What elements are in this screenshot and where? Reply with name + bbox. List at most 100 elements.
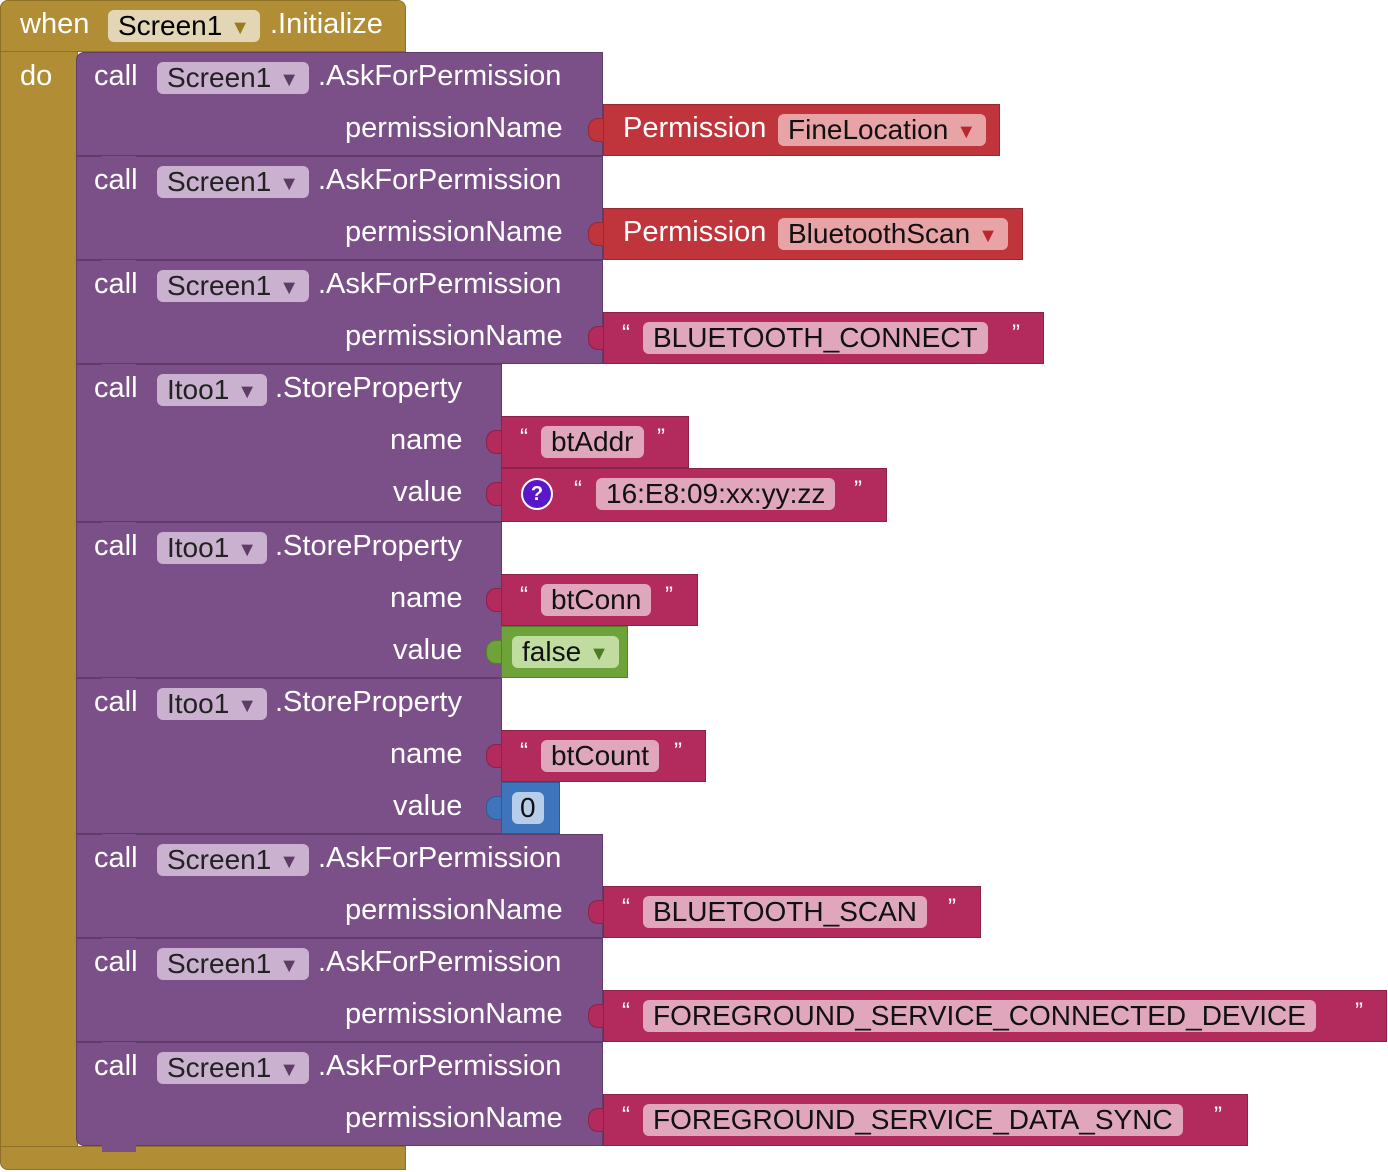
number-field[interactable]: 0 (512, 792, 544, 824)
block-bottom-notch (102, 1144, 136, 1152)
open-quote: “ (520, 582, 528, 609)
do-label: do (20, 60, 53, 92)
method-label: .AskForPermission (318, 268, 562, 300)
close-quote: ” (1214, 1102, 1222, 1129)
text-field[interactable]: FOREGROUND_SERVICE_DATA_SYNC (643, 1104, 1183, 1136)
value-socket-tab (486, 588, 502, 612)
value-socket-tab (486, 430, 502, 454)
component-dropdown[interactable]: Screen1 ▼ (157, 62, 310, 94)
value-socket-tab (486, 482, 502, 506)
event-name-label: .Initialize (270, 8, 383, 40)
triangle-down-icon: ▼ (978, 224, 998, 247)
component-label: Screen1 (167, 1052, 272, 1083)
permission-value: FineLocation (788, 114, 949, 145)
text-field[interactable]: FOREGROUND_SERVICE_CONNECTED_DEVICE (643, 1000, 1316, 1032)
close-quote: ” (1012, 320, 1020, 347)
component-label: Itoo1 (167, 532, 230, 563)
permission-value: BluetoothScan (788, 218, 971, 249)
component-dropdown[interactable]: Screen1▼ (157, 948, 310, 980)
method-label: .AskForPermission (318, 946, 562, 978)
block-connector-notch (102, 364, 136, 372)
text-value-block[interactable] (501, 730, 706, 782)
text-field[interactable]: BLUETOOTH_SCAN (643, 896, 927, 928)
event-block-footer (0, 1146, 406, 1170)
component-dropdown[interactable]: Screen1▼ (157, 270, 310, 302)
store-property-block[interactable] (76, 678, 502, 834)
component-dropdown[interactable]: Screen1 ▼ (157, 166, 310, 198)
store-property-block[interactable] (76, 364, 502, 522)
block-connector-notch (102, 678, 136, 686)
event-component-label: Screen1 (118, 10, 223, 41)
component-label: Itoo1 (167, 688, 230, 719)
open-quote: “ (622, 320, 630, 347)
boolean-value: false (522, 636, 582, 667)
permission-dropdown[interactable]: BluetoothScan ▼ (778, 218, 1008, 250)
call-label: call (94, 268, 138, 300)
call-label: call (94, 946, 138, 978)
permission-dropdown[interactable]: FineLocation▼ (778, 114, 987, 146)
call-label: call (94, 164, 138, 196)
text-field[interactable]: 16:E8:09:xx:yy:zz (596, 478, 836, 510)
arg-label-name: name (390, 738, 463, 770)
when-label: when (20, 8, 90, 40)
triangle-down-icon: ▼ (279, 68, 300, 91)
event-component-dropdown[interactable]: Screen1 ▼ (108, 10, 261, 42)
triangle-down-icon: ▼ (279, 1058, 300, 1081)
triangle-down-icon: ▼ (237, 538, 258, 561)
component-dropdown[interactable]: Itoo1▼ (157, 688, 268, 720)
call-label: call (94, 842, 138, 874)
value-socket-tab (588, 1004, 604, 1028)
component-label: Screen1 (167, 62, 272, 93)
open-quote: “ (574, 476, 582, 503)
arg-label-permissionName: permissionName (345, 998, 563, 1030)
component-label: Screen1 (167, 948, 272, 979)
boolean-dropdown[interactable]: false▼ (512, 636, 619, 668)
value-socket-tab (486, 796, 502, 820)
arg-label-value: value (393, 634, 463, 666)
text-field[interactable]: BLUETOOTH_CONNECT (643, 322, 988, 354)
text-field[interactable]: btAddr (541, 426, 644, 458)
arg-label-value: value (393, 476, 463, 508)
method-label: .StoreProperty (275, 372, 462, 404)
method-label: .AskForPermission (318, 164, 562, 196)
component-label: Screen1 (167, 844, 272, 875)
permission-label: Permission (623, 112, 767, 144)
method-label: .AskForPermission (318, 842, 562, 874)
method-label: .StoreProperty (275, 686, 462, 718)
triangle-down-icon: ▼ (230, 16, 251, 39)
value-socket-tab (588, 118, 604, 142)
arg-label-permissionName: permissionName (345, 320, 563, 352)
component-dropdown[interactable]: Itoo1 ▼ (157, 532, 268, 564)
open-quote: “ (622, 894, 630, 921)
call-label: call (94, 60, 138, 92)
method-label: .AskForPermission (318, 60, 562, 92)
triangle-down-icon: ▼ (279, 172, 300, 195)
close-quote: ” (948, 894, 956, 921)
block-connector-notch (102, 260, 136, 268)
open-quote: “ (622, 998, 630, 1025)
arg-label-permissionName: permissionName (345, 1102, 563, 1134)
value-socket-tab (588, 326, 604, 350)
close-quote: ” (854, 476, 862, 503)
component-dropdown[interactable]: Screen1 ▼ (157, 1052, 310, 1084)
block-connector-notch (102, 156, 136, 164)
arg-label-permissionName: permissionName (345, 112, 563, 144)
value-socket-tab (486, 744, 502, 768)
close-quote: ” (665, 582, 673, 609)
block-connector-notch (102, 938, 136, 946)
block-connector-notch (102, 1042, 136, 1050)
arg-label-name: name (390, 424, 463, 456)
call-label: call (94, 530, 138, 562)
triangle-down-icon: ▼ (237, 380, 258, 403)
arg-label-name: name (390, 582, 463, 614)
question-mark-icon[interactable]: ? (521, 478, 553, 510)
text-field[interactable]: btConn (541, 584, 652, 616)
open-quote: “ (622, 1102, 630, 1129)
event-block-frame[interactable] (0, 0, 78, 1170)
method-label: .StoreProperty (275, 530, 462, 562)
text-field[interactable]: btCount (541, 740, 660, 772)
component-dropdown[interactable]: Screen1▼ (157, 844, 310, 876)
component-label: Screen1 (167, 166, 272, 197)
component-dropdown[interactable]: Itoo1▼ (157, 374, 268, 406)
call-label: call (94, 1050, 138, 1082)
